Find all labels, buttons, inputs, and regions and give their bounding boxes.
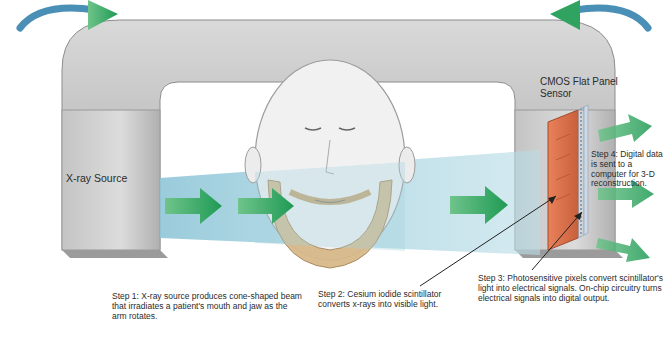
step-note: Step 4: Digital data is sent to a comput… xyxy=(591,150,667,189)
part-label: CMOS Flat Panel Sensor xyxy=(540,76,624,99)
step-note: Step 1: X-ray source produces cone-shape… xyxy=(112,292,302,321)
step-note: Step 3: Photosensitive pixels convert sc… xyxy=(478,274,664,303)
part-label: X-ray Source xyxy=(66,172,156,184)
step-note: Step 2: Cesium iodide scintillator conve… xyxy=(318,290,468,310)
